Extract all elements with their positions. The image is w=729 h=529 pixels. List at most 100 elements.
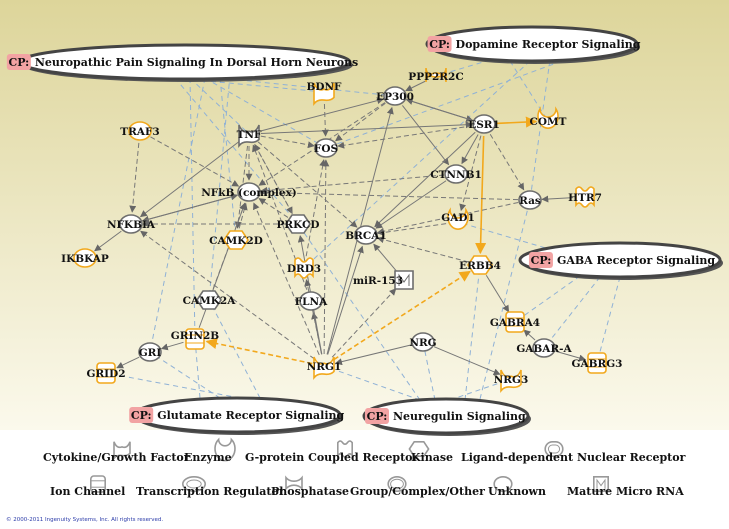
node-camk2a[interactable]: CAMK2A <box>183 290 237 310</box>
node-ctnnb1[interactable]: CTNNB1 <box>430 164 482 184</box>
edge-line <box>140 230 315 360</box>
legend-item-phosphatase: Phosphatase <box>271 475 349 498</box>
legend-tregulator-icon <box>182 475 207 492</box>
node-gri[interactable]: GRI <box>138 342 162 362</box>
node-label: CTNNB1 <box>430 169 482 181</box>
node-label: GRIN2B <box>171 330 220 342</box>
node-nrg[interactable]: NRG <box>409 332 437 352</box>
pathway-neuro[interactable]: CP: Neuropathic Pain Signaling In Dorsal … <box>6 43 358 82</box>
edge-line <box>459 135 482 212</box>
node-comt[interactable]: COMT <box>530 106 567 129</box>
legend-item-ldnr: Ligand-dependent Nuclear Receptor <box>461 440 686 464</box>
edge-line <box>238 202 248 229</box>
pathway-tag-bg <box>427 36 452 52</box>
node-nrg1[interactable]: NRG1 <box>307 356 342 381</box>
node-grin2b[interactable]: GRIN2B <box>171 328 220 350</box>
pathway-link-line <box>149 77 206 353</box>
node-ppp2r2c[interactable]: PPP2R2C <box>408 67 464 83</box>
node-label: NRG <box>409 337 436 349</box>
node-camk2d[interactable]: CAMK2D <box>209 230 263 250</box>
node-label: GAD1 <box>441 212 475 224</box>
pathway-link-line <box>208 74 231 301</box>
node-htr7[interactable]: HTR7 <box>568 186 602 208</box>
node-traf3[interactable]: TRAF3 <box>120 121 160 141</box>
edge-line <box>374 131 476 228</box>
node-bdnf[interactable]: BDNF <box>306 81 342 107</box>
node-drd3[interactable]: DRD3 <box>287 257 321 279</box>
node-label: EP300 <box>376 91 414 103</box>
edge-line <box>485 274 510 313</box>
node-prkcd[interactable]: PRKCD <box>277 214 320 234</box>
node-label: NFKBIA <box>107 219 156 231</box>
legend-label: Ligand-dependent Nuclear Receptor <box>461 451 686 464</box>
pathway-neureg[interactable]: CP:Neuregulin Signaling <box>362 397 531 436</box>
edge-line <box>433 346 501 376</box>
pathway-link-line <box>219 77 396 97</box>
pathway-gaba[interactable]: CP:GABA Receptor Signaling <box>518 241 723 280</box>
node-layer: BDNF EP300 PPP2R2C TRAF3 TNF FOS ESR1 COMT NFkB … <box>61 67 623 394</box>
node-esr1[interactable]: ESR1 <box>468 114 500 134</box>
node-label: NFkB (complex) <box>201 187 297 199</box>
node-ep300[interactable]: EP300 <box>376 86 414 106</box>
edge-line <box>260 189 519 201</box>
legend-gpcr-icon <box>337 440 353 458</box>
pathway-glut[interactable]: CP:Glutamate Receptor Signaling <box>129 396 345 435</box>
copyright-notice: © 2000-2011 Ingenuity Systems, Inc. All … <box>6 516 163 523</box>
edge-line <box>260 135 315 149</box>
pathway-tag-bg <box>365 408 389 424</box>
pathway-link-line <box>529 59 551 201</box>
node-ras[interactable]: Ras <box>518 190 542 210</box>
legend-label: Kinase <box>411 451 453 464</box>
node-fos[interactable]: FOS <box>314 138 338 158</box>
edge-line <box>305 159 327 257</box>
pathway-dopa[interactable]: CP:Dopamine Receptor Signaling <box>425 25 641 64</box>
edge-line <box>327 245 364 355</box>
edge-line <box>337 125 473 149</box>
node-nfkbia[interactable]: NFKBIA <box>107 214 156 234</box>
edge-line <box>541 195 574 203</box>
node-nrg3[interactable]: NRG3 <box>494 369 529 394</box>
edge-line <box>257 141 358 228</box>
legend-label: Unknown <box>488 485 546 498</box>
node-label: DRD3 <box>287 263 321 275</box>
edge-line <box>160 341 184 351</box>
node-nfkb[interactable]: NFkB (complex) <box>201 182 297 202</box>
node-label: HTR7 <box>568 192 602 204</box>
legend-label: Ion Channel <box>50 485 125 498</box>
pathway-tag: CP: <box>531 254 552 267</box>
legend-channel-icon <box>90 475 107 493</box>
legend-phosphatase-icon <box>285 475 303 492</box>
node-tnf[interactable]: TNF <box>237 124 262 149</box>
pathway-tag: CP: <box>8 56 29 69</box>
pathway-ellipse <box>425 25 639 63</box>
node-brca1[interactable]: BRCA1 <box>345 225 387 245</box>
node-label: FOS <box>314 143 338 155</box>
node-gabra4[interactable]: GABRA4 <box>490 311 540 333</box>
edge-line <box>375 180 447 229</box>
legend-circle-icon <box>493 475 513 492</box>
pathway-label: Neuregulin Signaling <box>393 410 526 423</box>
edge-line <box>489 134 525 191</box>
legend-item-circle2: Group/Complex/Other <box>350 475 485 498</box>
node-ikbkap[interactable]: IKBKAP <box>61 248 109 268</box>
legend-label: Cytokine/Growth Factor <box>43 451 190 464</box>
pathway-link-line <box>174 77 299 225</box>
pathway-label: Neuropathic Pain Signaling In Dorsal Hor… <box>35 56 358 69</box>
node-erbb4[interactable]: ERBB4 <box>459 255 501 275</box>
pathway-tag-bg <box>6 54 31 70</box>
node-gabara[interactable]: GABAR-A <box>516 338 573 358</box>
node-gabrg3[interactable]: GABRG3 <box>572 352 623 374</box>
node-label: PRKCD <box>277 219 320 231</box>
pathway-link-line <box>325 57 571 149</box>
legend-item-tregulator: Transcription Regulator <box>136 475 285 498</box>
edge-line <box>254 144 293 215</box>
node-flna[interactable]: FLNA <box>295 291 328 311</box>
node-label: NRG1 <box>307 361 342 373</box>
pathway-link-line <box>189 77 196 340</box>
pathway-link-line <box>449 378 512 401</box>
pathway-link-line <box>189 77 250 135</box>
node-grid2[interactable]: GRID2 <box>86 362 126 384</box>
node-gad1[interactable]: GAD1 <box>441 207 475 230</box>
node-mir153[interactable]: miR-153 <box>353 270 414 290</box>
